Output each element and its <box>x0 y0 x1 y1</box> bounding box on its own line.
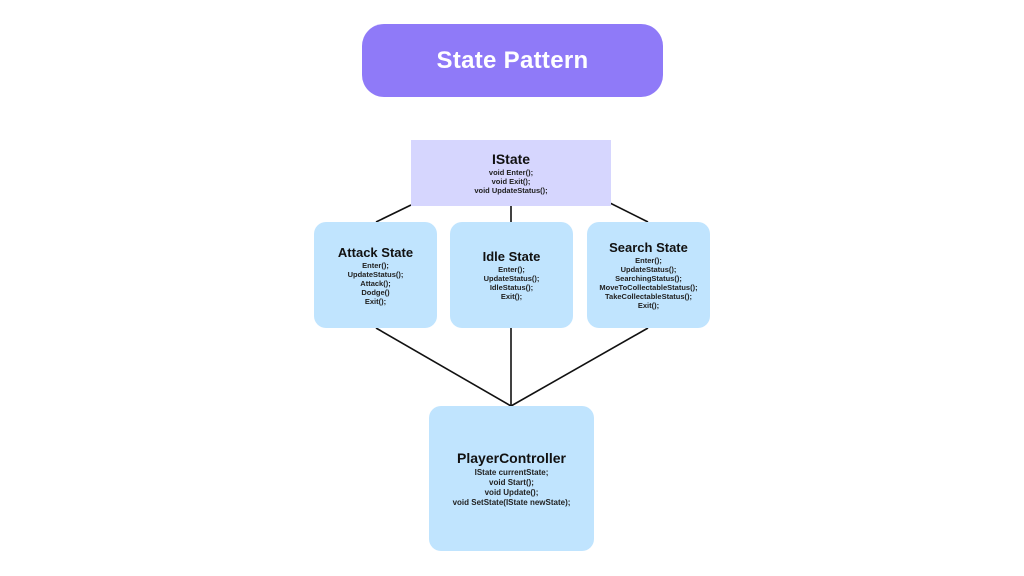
state-member: Enter(); <box>498 265 525 274</box>
state-member: SearchingStatus(); <box>615 274 682 283</box>
controller-name: PlayerController <box>457 449 566 466</box>
controller-member: void SetState(IState newState); <box>452 497 571 507</box>
state-member: Exit(); <box>637 301 660 310</box>
state-member: Dodge() <box>361 287 390 297</box>
state-member: Enter(); <box>635 256 662 265</box>
state-member: TakeCollectableStatus(); <box>605 292 692 301</box>
interface-member: void Enter(); <box>488 168 534 177</box>
controller-member: IState currentState; <box>474 467 549 477</box>
interface-member: void UpdateStatus(); <box>474 186 548 195</box>
state-member: Attack(); <box>360 278 391 288</box>
controller-member: void Update(); <box>484 487 539 497</box>
attack-state-box: Attack State Enter(); UpdateStatus(); At… <box>314 222 437 328</box>
controller-member: void Start(); <box>489 477 534 487</box>
interface-name: IState <box>491 151 531 167</box>
interface-member: void Exit(); <box>491 177 531 186</box>
state-name: Idle State <box>482 249 541 264</box>
state-name: Search State <box>609 240 688 255</box>
istate-interface-box: IState void Enter(); void Exit(); void U… <box>411 140 611 206</box>
state-member: UpdateStatus(); <box>620 265 677 274</box>
connector-istate-attack <box>375 204 412 223</box>
idle-state-box: Idle State Enter(); UpdateStatus(); Idle… <box>450 222 573 328</box>
search-state-box: Search State Enter(); UpdateStatus(); Se… <box>587 222 710 328</box>
connector-search-controller <box>510 327 649 407</box>
state-member: Exit(); <box>364 296 387 306</box>
connector-attack-controller <box>375 327 512 407</box>
state-member: Exit(); <box>500 292 523 301</box>
state-name: Attack State <box>337 244 414 260</box>
state-member: MoveToCollectableStatus(); <box>599 283 698 292</box>
player-controller-box: PlayerController IState currentState; vo… <box>429 406 594 551</box>
diagram-title: State Pattern <box>362 24 663 97</box>
diagram-title-text: State Pattern <box>436 46 589 74</box>
state-member: UpdateStatus(); <box>483 274 540 283</box>
state-member: Enter(); <box>362 260 389 270</box>
state-member: IdleStatus(); <box>489 283 534 292</box>
state-member: UpdateStatus(); <box>347 269 404 279</box>
